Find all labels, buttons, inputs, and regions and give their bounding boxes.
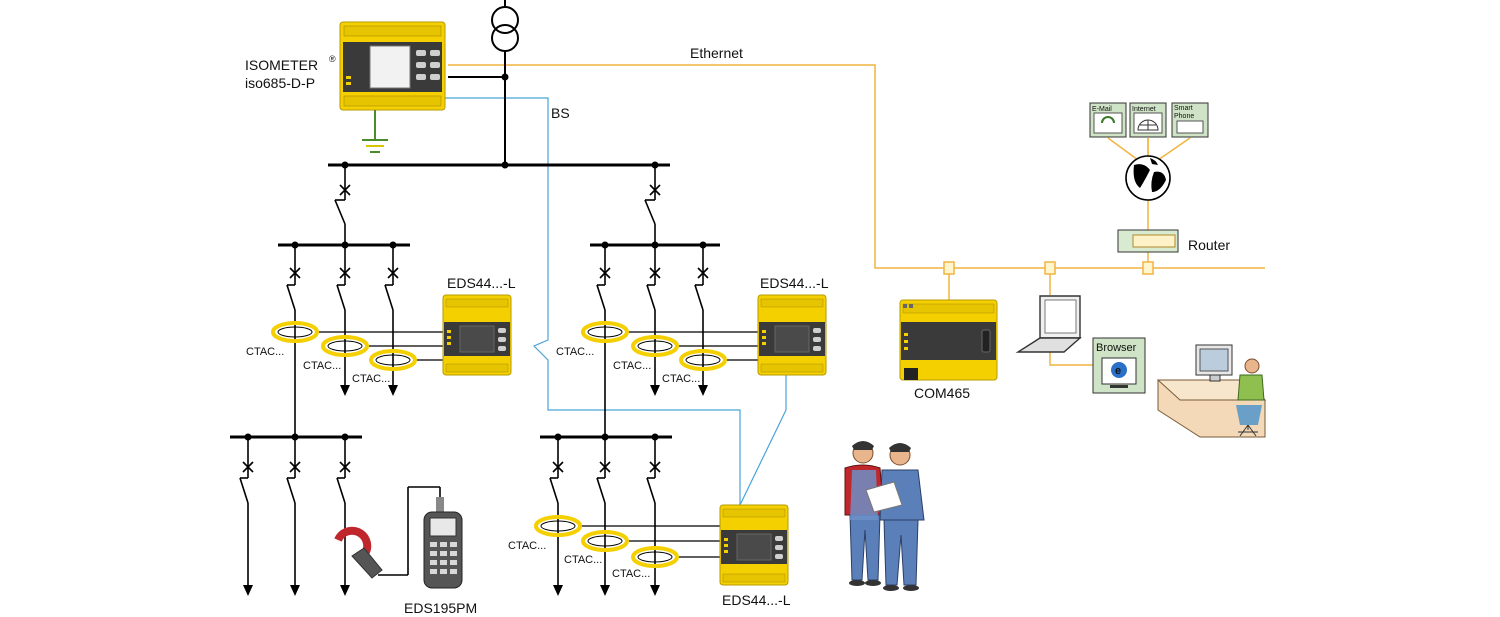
internet-label: Internet — [1132, 106, 1156, 113]
eds195pm-device — [423, 497, 463, 589]
ctac-label: CTAC... — [303, 360, 341, 372]
com465-device — [899, 299, 998, 381]
ethernet-network — [448, 64, 1265, 366]
bs-label: BS — [551, 105, 570, 121]
ctac-label: CTAC... — [352, 373, 390, 385]
ctac-label: CTAC... — [246, 346, 284, 358]
eds-a-label: EDS44...-L — [447, 275, 516, 291]
eds-b-label: EDS44...-L — [760, 275, 829, 291]
workers-icon — [844, 441, 925, 591]
bs-bus-line — [445, 97, 787, 506]
ctac-label: CTAC... — [613, 360, 651, 372]
internet-icon — [1129, 102, 1167, 138]
smartphone-label-2: Phone — [1174, 113, 1194, 120]
ctac-label: CTAC... — [662, 373, 700, 385]
smartphone-icon — [1171, 102, 1209, 138]
earth-ground-icon — [362, 110, 388, 153]
browser-label: Browser — [1096, 342, 1137, 354]
feeder-left — [334, 165, 661, 245]
eds195pm-label: EDS195PM — [404, 600, 477, 616]
clamp-icon — [334, 486, 441, 579]
isometer-label-registered: ® — [329, 54, 336, 64]
ctac-label: CTAC... — [564, 554, 602, 566]
browser-icon: e — [1092, 337, 1146, 394]
email-icon — [1089, 102, 1127, 138]
eds-device-b — [757, 294, 827, 376]
laptop-icon — [1015, 295, 1082, 353]
svg-text:e: e — [1115, 365, 1121, 377]
ctac-label: CTAC... — [612, 568, 650, 580]
eds-device-a — [442, 294, 512, 376]
eds-c-label: EDS44...-L — [722, 592, 791, 608]
globe-icon — [1125, 155, 1171, 201]
workstation-icon — [1156, 344, 1267, 438]
isometer-label-line2: iso685-D-P — [245, 75, 315, 91]
ctac-label: CTAC... — [556, 346, 594, 358]
isometer-label-line1: ISOMETER — [245, 57, 318, 73]
com465-label: COM465 — [914, 385, 970, 401]
email-label: E-Mail — [1092, 106, 1112, 113]
transformer-icon — [491, 0, 519, 165]
eds-device-c — [719, 504, 789, 586]
router-device — [1117, 229, 1179, 253]
ctac-rings-upper — [271, 321, 727, 371]
isometer-device — [339, 21, 446, 111]
router-label: Router — [1188, 237, 1230, 253]
ctac-label: CTAC... — [508, 540, 546, 552]
ethernet-label: Ethernet — [690, 45, 743, 61]
smartphone-label-1: Smart — [1174, 105, 1193, 112]
